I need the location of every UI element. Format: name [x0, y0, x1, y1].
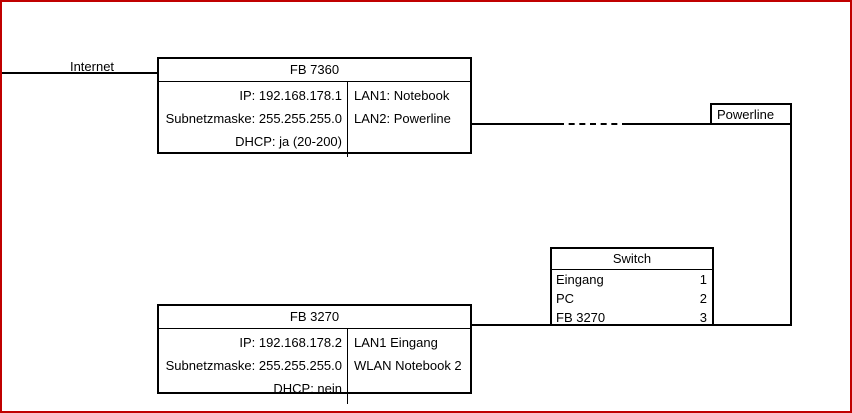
- internet-label: Internet: [69, 59, 115, 74]
- switch-port-row: FB 3270 3: [552, 308, 712, 327]
- device-box-switch: Switch Eingang 1 PC 2 FB 3270 3: [550, 247, 714, 326]
- fb3270-body: IP: 192.168.178.2 Subnetzmaske: 255.255.…: [159, 329, 470, 404]
- fb7360-ip-row: IP: 192.168.178.1: [239, 88, 342, 103]
- fb7360-title: FB 7360: [159, 59, 470, 82]
- fb3270-ip-row: IP: 192.168.178.2: [239, 335, 342, 350]
- powerline-vertical-line: [790, 123, 792, 326]
- device-box-fb7360: FB 7360 IP: 192.168.178.1 Subnetzmaske: …: [157, 57, 472, 157]
- fb7360-body: IP: 192.168.178.1 Subnetzmaske: 255.255.…: [159, 82, 470, 157]
- switch-port-list: Eingang 1 PC 2 FB 3270 3: [552, 270, 712, 327]
- switch-title: Switch: [552, 249, 712, 270]
- fb3270-dhcp-row: DHCP: nein: [273, 381, 342, 396]
- powerline-label: Powerline: [717, 107, 775, 122]
- fb7360-lan2-row: LAN2: Powerline: [354, 111, 451, 126]
- switch-port-number: 1: [699, 272, 707, 287]
- fb7360-subnet-row: Subnetzmaske: 255.255.255.0: [165, 111, 342, 126]
- switch-port-label: FB 3270: [556, 310, 606, 325]
- fb3270-lan1-row: LAN1 Eingang: [354, 335, 438, 350]
- powerline-link-segment-right: [624, 123, 712, 125]
- device-box-powerline: Powerline: [710, 103, 792, 125]
- fb3270-subnet-row: Subnetzmaske: 255.255.255.0: [165, 358, 342, 373]
- fb3270-config-column: IP: 192.168.178.2 Subnetzmaske: 255.255.…: [159, 329, 348, 404]
- powerline-link-segment-left: [471, 123, 561, 125]
- fb7360-ports-column: LAN1: Notebook LAN2: Powerline: [348, 82, 470, 157]
- internet-connection-line: [2, 72, 159, 74]
- switch-port-number: 2: [699, 291, 707, 306]
- fb7360-dhcp-row: DHCP: ja (20-200): [235, 134, 342, 149]
- switch-port-label: PC: [556, 291, 575, 306]
- switch-port-row: PC 2: [552, 289, 712, 308]
- switch-port-row: Eingang 1: [552, 270, 712, 289]
- device-box-fb3270: FB 3270 IP: 192.168.178.2 Subnetzmaske: …: [157, 304, 472, 404]
- powerline-link-segment-dashed: [558, 123, 628, 125]
- fb3270-wlan-row: WLAN Notebook 2: [354, 358, 462, 373]
- switch-port-label: Eingang: [556, 272, 604, 287]
- fb3270-title: FB 3270: [159, 306, 470, 329]
- switch-port-number: 3: [699, 310, 707, 325]
- fb7360-config-column: IP: 192.168.178.1 Subnetzmaske: 255.255.…: [159, 82, 348, 157]
- fb3270-ports-column: LAN1 Eingang WLAN Notebook 2: [348, 329, 470, 404]
- fb7360-lan1-row: LAN1: Notebook: [354, 88, 450, 103]
